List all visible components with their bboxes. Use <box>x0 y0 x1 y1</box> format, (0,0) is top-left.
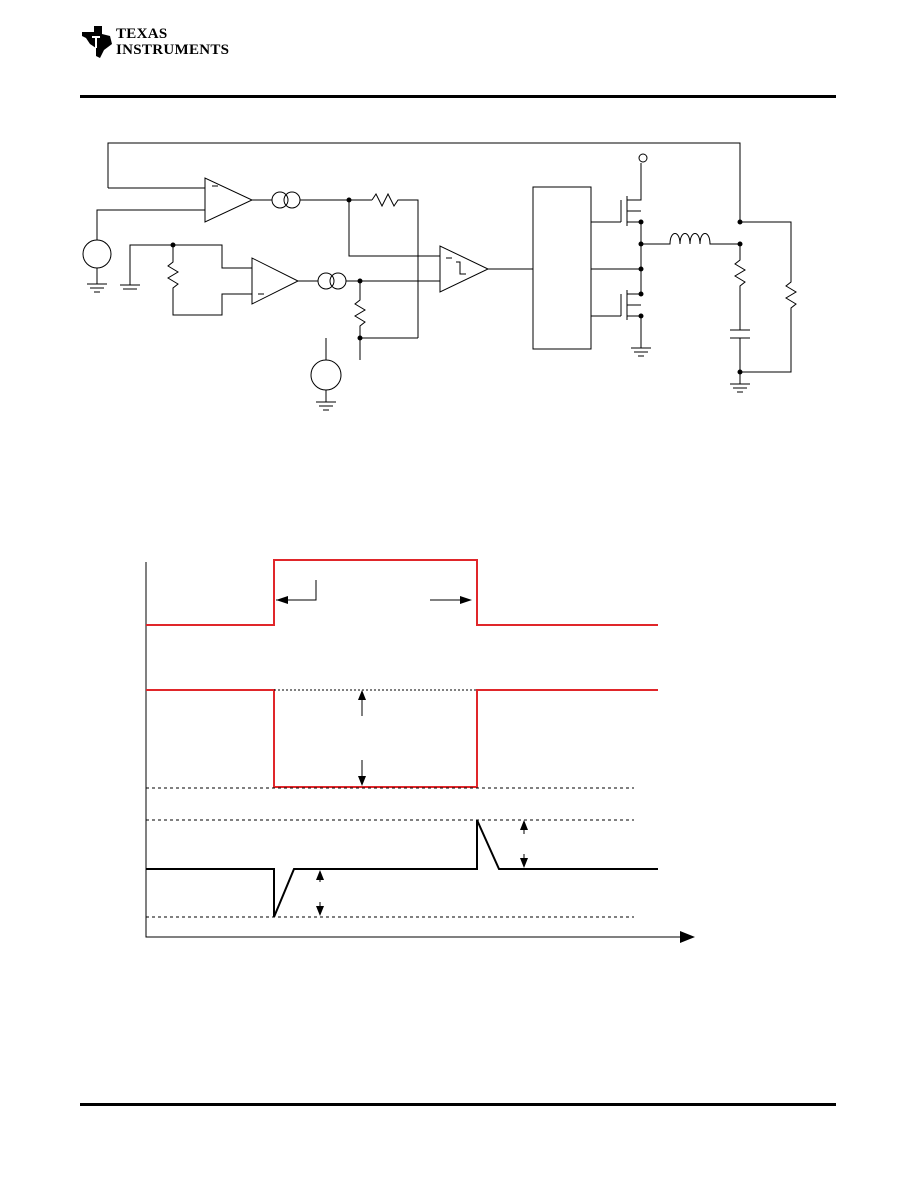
high-side-mosfet <box>620 163 642 244</box>
transconductance-stage-2 <box>317 272 335 290</box>
down-arrow-icon <box>358 776 366 786</box>
transconductance-stage-1 <box>271 191 289 209</box>
up-arrow-icon <box>358 690 366 700</box>
left-arrow-icon <box>276 596 288 604</box>
right-arrow-icon <box>460 596 472 604</box>
footer-rule <box>80 1103 836 1106</box>
page-header: Texas Instruments <box>0 0 918 100</box>
ramp-resistor <box>371 192 419 338</box>
output-inductor <box>641 233 740 245</box>
feedback-wire <box>107 142 741 222</box>
overshoot-down-arrow-icon <box>520 858 528 868</box>
ti-state-icon <box>82 26 112 58</box>
ti-logo: Texas Instruments <box>80 24 230 64</box>
undershoot-down-arrow-icon <box>316 906 324 916</box>
gate-driver-block <box>532 186 592 350</box>
time-axis <box>145 562 685 938</box>
transient-response-trace <box>146 819 658 918</box>
load-resistor <box>740 221 797 373</box>
company-name: Texas Instruments <box>116 26 229 58</box>
company-line-2: Instruments <box>116 42 230 58</box>
output-voltage-trace <box>146 689 658 788</box>
current-sense-resistor <box>167 245 252 316</box>
load-step-trace <box>146 559 658 626</box>
header-rule <box>80 95 836 98</box>
current-sense-amplifier <box>251 257 300 305</box>
pwm-comparator <box>439 245 490 293</box>
time-axis-arrowhead <box>680 931 695 943</box>
error-amplifier-1 <box>204 177 254 223</box>
overshoot-up-arrow-icon <box>520 820 528 830</box>
undershoot-up-arrow-icon <box>316 870 324 880</box>
output-capacitor <box>730 329 750 372</box>
company-line-1: Texas <box>116 26 168 42</box>
offset-resistor <box>354 281 418 339</box>
esr-resistor <box>734 244 746 330</box>
